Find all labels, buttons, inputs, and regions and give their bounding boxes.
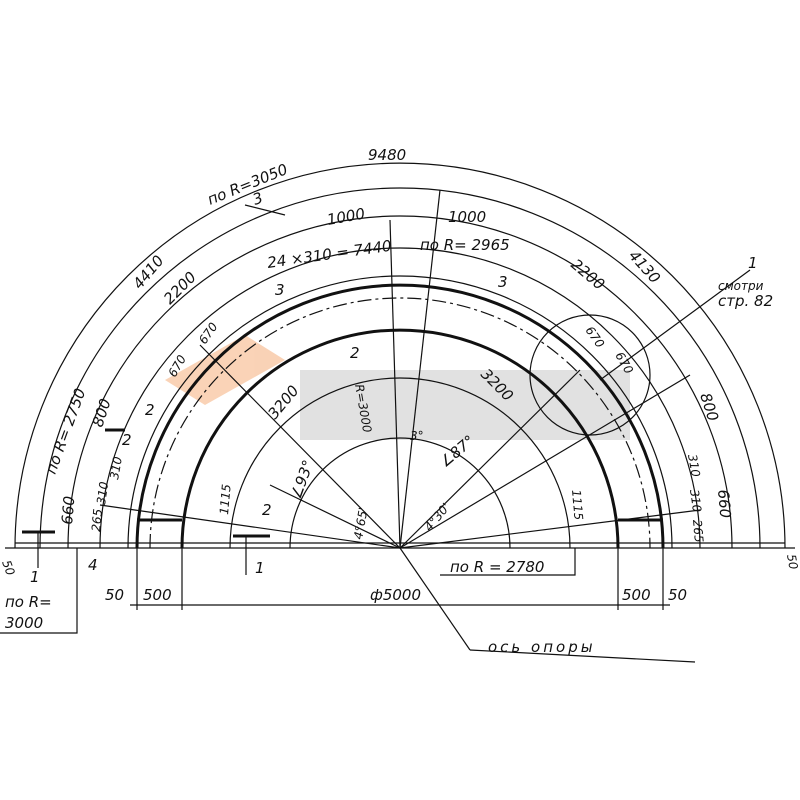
- label-diameter-5000: ф5000: [370, 586, 421, 604]
- label-see-note-1: смотри: [718, 279, 764, 293]
- label-310-left-b: 310: [94, 480, 111, 505]
- section-1-mid: 1: [255, 559, 265, 577]
- dimension-arcs: [14, 162, 786, 549]
- label-1000-right: 1000: [448, 208, 486, 226]
- label-800-left: 800: [89, 396, 115, 429]
- mark-3b: 3: [498, 273, 508, 291]
- label-see-note-2: стр. 82: [718, 292, 773, 310]
- label-310-right-a: 310: [685, 453, 703, 478]
- label-500-left: 500: [143, 586, 172, 604]
- label-50-right: 50: [668, 586, 687, 604]
- label-500-right: 500: [622, 586, 651, 604]
- label-660-left: 660: [58, 495, 78, 525]
- label-angle-3: 3°: [410, 429, 424, 443]
- section-3: 3: [250, 189, 265, 209]
- label-radius-2965: по R= 2965: [420, 236, 510, 254]
- bottom-dimensions: [0, 548, 670, 634]
- label-310-left-a: 310: [107, 455, 125, 480]
- section-1-left: 1: [30, 568, 40, 586]
- label-1000-left: 1000: [326, 205, 367, 229]
- label-4410: 4410: [129, 252, 167, 293]
- label-50-left: 50: [105, 586, 124, 604]
- label-4130: 4130: [625, 247, 664, 287]
- label-edge-50-left: 50: [0, 558, 18, 577]
- label-radius-2780: по R = 2780: [450, 558, 544, 576]
- section-markers: [22, 204, 286, 575]
- section-2-left: 2: [122, 431, 132, 449]
- label-660-right: 660: [714, 489, 734, 519]
- label-angle-93: ∠93°: [287, 458, 318, 502]
- label-1115-right: 1115: [569, 489, 586, 521]
- label-radius-3000-box-2: 3000: [5, 614, 43, 632]
- mark-4: 4: [88, 556, 98, 574]
- label-265-right: 265: [690, 519, 706, 543]
- label-edge-50-right: 50: [784, 553, 800, 571]
- label-800-right: 800: [696, 391, 722, 424]
- mark-3a: 3: [275, 281, 285, 299]
- label-2200-right: 2200: [567, 255, 608, 293]
- label-670-left-b: 670: [196, 320, 221, 347]
- label-265-left: 265: [89, 508, 105, 532]
- label-radius-3000-box-1: по R=: [5, 593, 52, 611]
- callout-1: 1: [748, 254, 758, 272]
- label-3200-left: 3200: [264, 382, 302, 423]
- radial-lines: [99, 189, 751, 663]
- mark-2a: 2: [145, 401, 155, 419]
- section-2-right: 2: [262, 501, 272, 519]
- label-angle-430: 4°30': [422, 500, 453, 534]
- label-310-right-b: 310: [687, 488, 704, 513]
- label-1115-left: 1115: [217, 484, 234, 516]
- label-angle-465: 4°65': [351, 506, 370, 540]
- label-9480: 9480: [368, 146, 406, 164]
- watermark-logo: [165, 335, 630, 440]
- label-support-axis: ось опоры: [488, 638, 596, 656]
- label-pitch: 24 ×310 = 7440: [266, 237, 393, 272]
- label-radius-2750: по R= 2750: [42, 386, 90, 476]
- label-outer-radius: по R=3050: [205, 160, 290, 209]
- mark-2b: 2: [350, 344, 360, 362]
